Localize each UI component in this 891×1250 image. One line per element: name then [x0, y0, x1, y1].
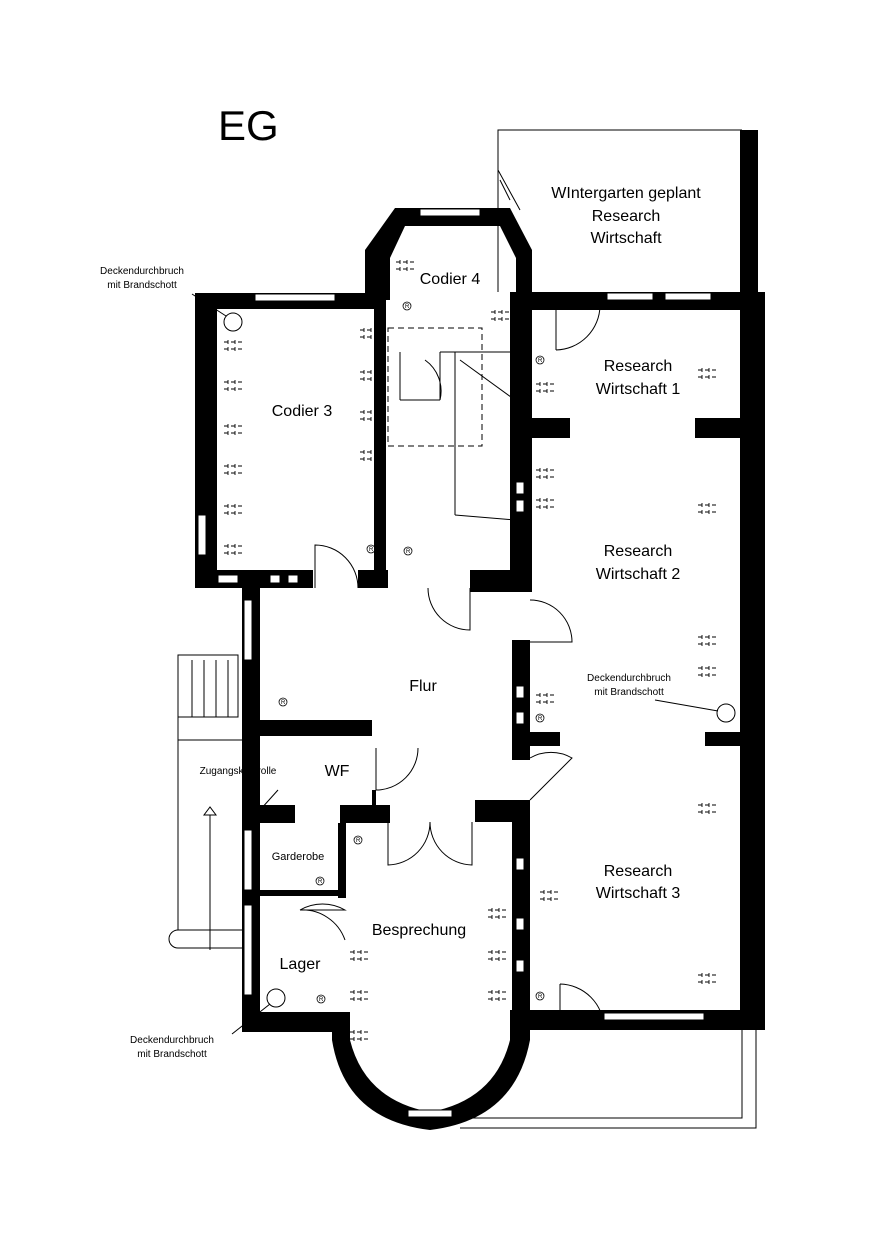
windows	[197, 208, 712, 1118]
outlet-icon	[698, 973, 716, 984]
walls	[195, 130, 765, 1130]
room-besprechung-label: Besprechung	[372, 922, 466, 939]
outlet-icon	[488, 908, 506, 919]
registered-mark-5	[278, 697, 288, 707]
room-rw3-label-1: Research	[604, 863, 672, 880]
registered-symbol: R	[538, 358, 543, 364]
room-rw1-label-2: Wirtschaft 1	[596, 381, 681, 398]
thin-lines	[168, 129, 757, 1129]
outlet-icon	[224, 504, 242, 515]
outlet-icon	[350, 990, 368, 1001]
room-garderobe-label: Garderobe	[272, 851, 325, 863]
annotation-brandschott-1: mit Brandschott	[107, 280, 177, 291]
outlet-icon	[698, 635, 716, 646]
outlet-icon	[488, 990, 506, 1001]
registered-mark-1	[402, 301, 412, 311]
outlet-icon	[698, 803, 716, 814]
room-wf-label: WF	[325, 763, 350, 780]
outlet-icon	[224, 544, 242, 555]
annotation-deckendurchbruch-2: Deckendurchbruch	[587, 673, 671, 684]
outlet-icon	[536, 468, 554, 479]
registered-symbol: R	[538, 716, 543, 722]
registered-mark-8	[315, 876, 325, 886]
outlet-icon	[536, 498, 554, 509]
room-lager-label: Lager	[280, 956, 322, 973]
room-codier4-label: Codier 4	[420, 271, 481, 288]
outlet-icon	[360, 328, 378, 339]
registered-symbol: R	[369, 547, 374, 553]
room-rw2-label-2: Wirtschaft 2	[596, 566, 681, 583]
registered-marks: R R R R R R R R R R	[278, 301, 545, 1004]
registered-mark-2	[366, 544, 376, 554]
outlet-icon	[360, 410, 378, 421]
outlet-icon	[488, 950, 506, 961]
registered-mark-6	[535, 713, 545, 723]
outlet-icon	[360, 450, 378, 461]
floor-label: EG	[218, 102, 279, 149]
outlet-icon	[224, 380, 242, 391]
outlet-icon	[698, 503, 716, 514]
registered-mark-9	[316, 994, 326, 1004]
outlet-icon	[536, 382, 554, 393]
outlet-icon	[224, 464, 242, 475]
annotation-deckendurchbruch-3: Deckendurchbruch	[130, 1035, 214, 1046]
registered-symbol: R	[405, 304, 410, 310]
registered-symbol: R	[318, 879, 323, 885]
registered-symbol: R	[406, 549, 411, 555]
room-codier3-label: Codier 3	[272, 403, 333, 420]
outlet-icon	[491, 310, 509, 321]
outlet-icon	[540, 890, 558, 901]
registered-symbol: R	[281, 700, 286, 706]
outlet-icon	[350, 950, 368, 961]
room-flur-label: Flur	[409, 678, 437, 695]
annotation-deckendurchbruch-1: Deckendurchbruch	[100, 266, 184, 277]
annotation-brandschott-3: mit Brandschott	[137, 1049, 207, 1060]
wintergarten-label-2: Research	[592, 208, 660, 225]
outlet-icon	[698, 666, 716, 677]
registered-mark-4	[535, 355, 545, 365]
registered-mark-3	[403, 546, 413, 556]
room-rw1-label-1: Research	[604, 358, 672, 375]
labels: EG WIntergarten geplant Research Wirtsch…	[100, 102, 701, 1060]
wintergarten-label-3: Wirtschaft	[590, 230, 662, 247]
registered-symbol: R	[319, 997, 324, 1003]
outlet-symbols	[224, 260, 716, 1041]
outlet-icon	[396, 260, 414, 271]
outlet-icon	[536, 693, 554, 704]
outlet-icon	[360, 370, 378, 381]
outlet-icon	[224, 340, 242, 351]
registered-symbol: R	[356, 838, 361, 844]
wintergarten-label-1: WIntergarten geplant	[551, 185, 701, 202]
annotation-zugangskontrolle: Zugangskontrolle	[200, 766, 277, 777]
registered-mark-7	[353, 835, 363, 845]
registered-symbol: R	[538, 994, 543, 1000]
registered-mark-10	[535, 991, 545, 1001]
room-rw3-label-2: Wirtschaft 3	[596, 885, 681, 902]
annotation-brandschott-2: mit Brandschott	[594, 687, 664, 698]
outlet-icon	[350, 1030, 368, 1041]
outlet-icon	[698, 368, 716, 379]
room-rw2-label-1: Research	[604, 543, 672, 560]
outlet-icon	[224, 424, 242, 435]
